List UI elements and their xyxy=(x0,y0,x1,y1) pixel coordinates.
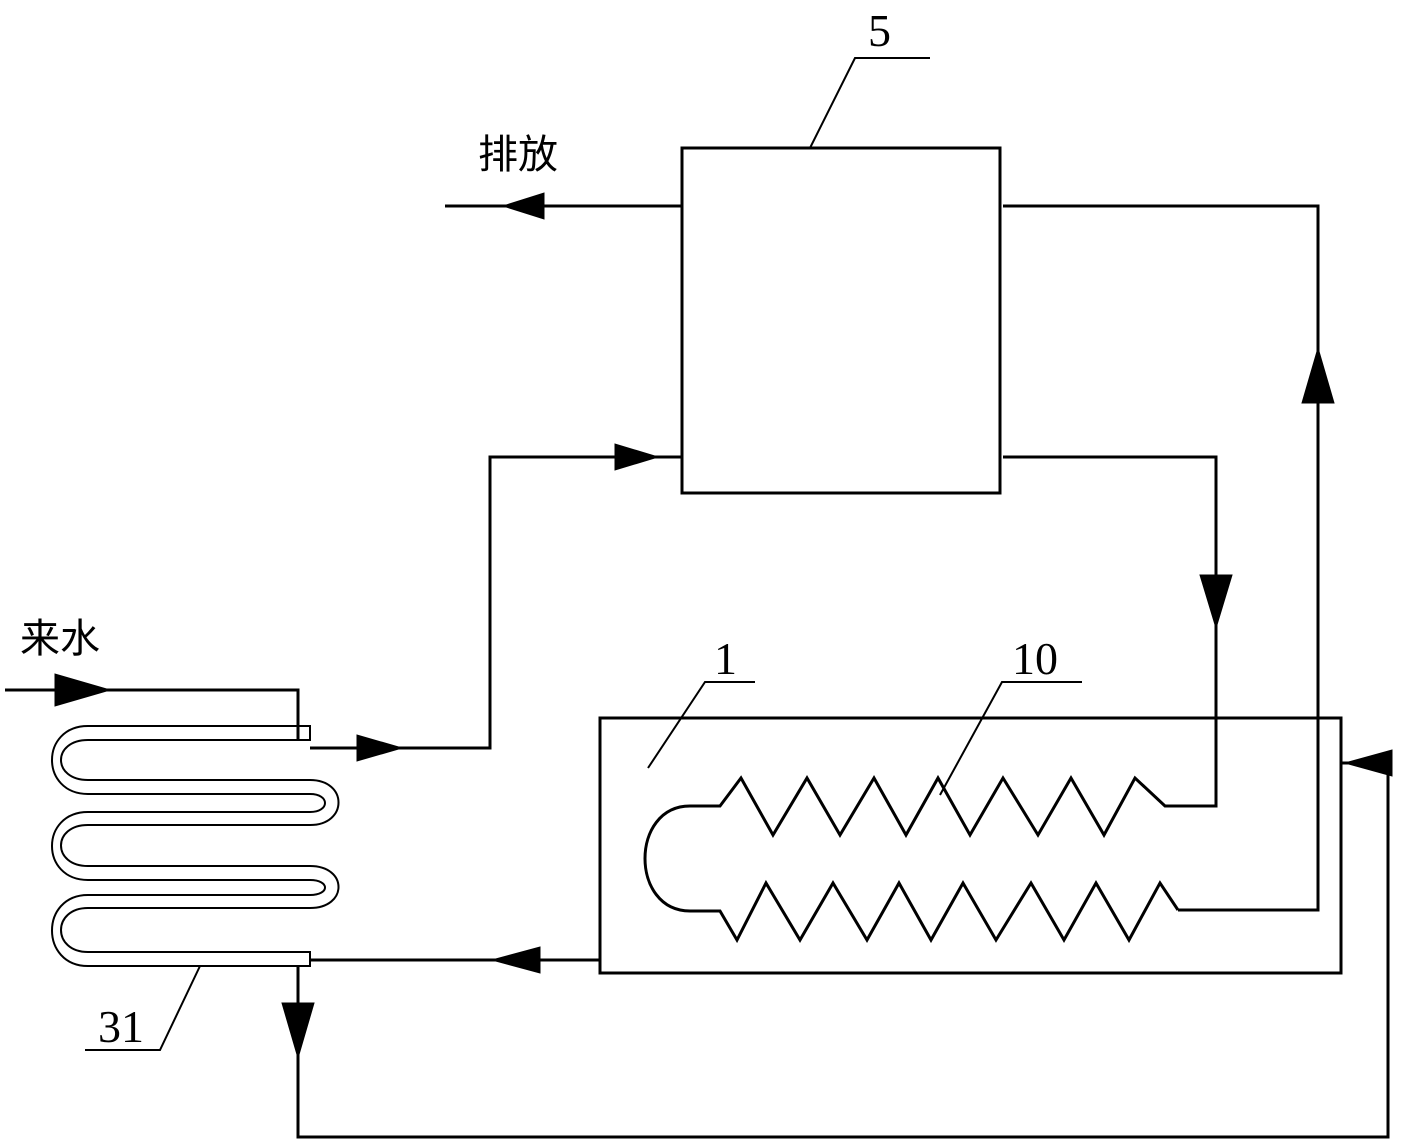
label-discharge: 排放 xyxy=(478,132,558,178)
leader-5 xyxy=(809,57,930,149)
inlet-pipe xyxy=(5,688,300,740)
supply-pipe xyxy=(310,455,682,750)
tank-1 xyxy=(598,716,1343,975)
leader-10 xyxy=(939,681,1082,796)
arrow-left-icon xyxy=(490,946,541,974)
return-pipe-right xyxy=(1003,204,1320,912)
heat-exchanger-5 xyxy=(680,146,1002,495)
leader-1 xyxy=(647,681,755,769)
label-5: 5 xyxy=(868,5,891,56)
arrow-right-icon xyxy=(614,443,660,471)
arrow-right-icon xyxy=(54,673,112,707)
label-31: 31 xyxy=(98,1001,144,1052)
label-1: 1 xyxy=(714,633,737,684)
arrow-right-icon xyxy=(356,734,404,762)
serpentine-31 xyxy=(51,725,340,967)
coil-10-bend xyxy=(643,804,691,913)
arrow-left-icon xyxy=(501,192,545,220)
label-inlet-water: 来水 xyxy=(20,616,100,662)
arrow-up-icon xyxy=(1301,346,1335,404)
label-10: 10 xyxy=(1012,633,1058,684)
arrow-down-icon xyxy=(281,1002,315,1060)
coil-10-lower xyxy=(690,879,1180,944)
arrow-left-icon xyxy=(1343,749,1393,777)
arrow-down-icon xyxy=(1199,574,1233,630)
leader-31 xyxy=(85,965,201,1051)
bottom-return-pipe xyxy=(296,761,1390,1139)
feed-pipe-coil xyxy=(1003,455,1218,808)
coil-10-upper xyxy=(690,774,1180,839)
